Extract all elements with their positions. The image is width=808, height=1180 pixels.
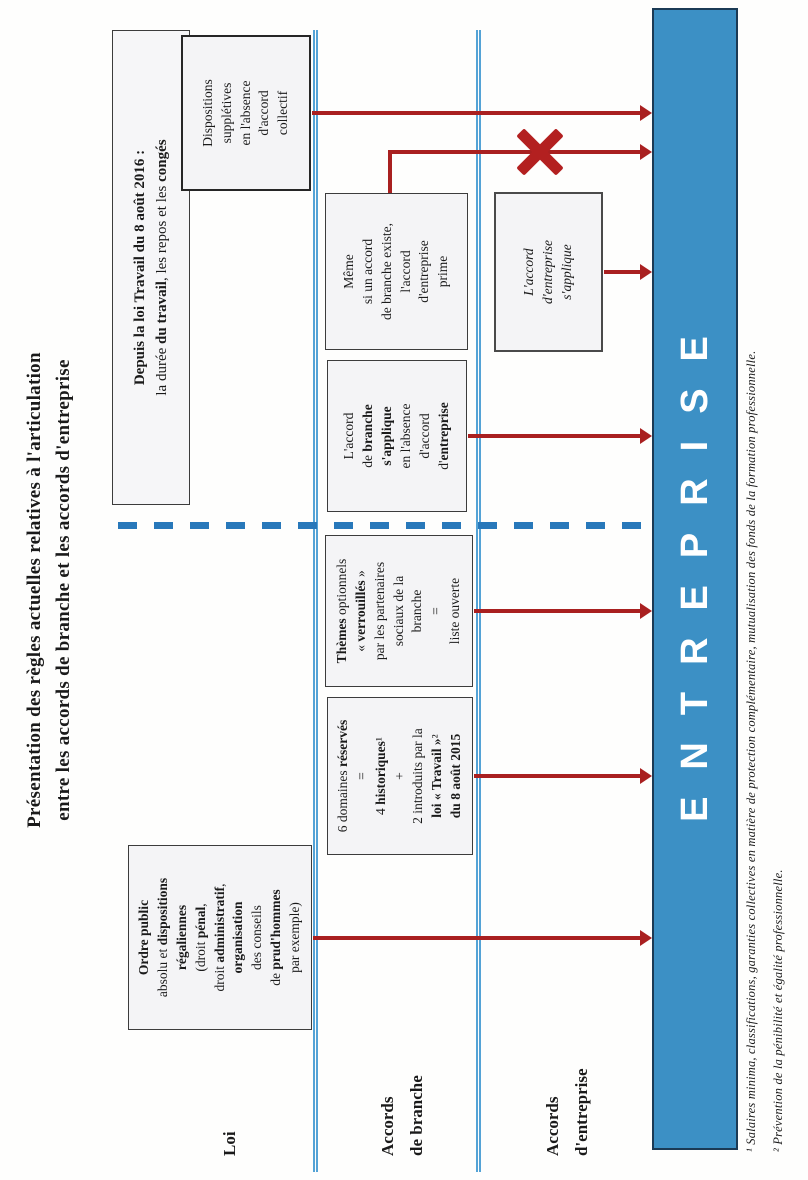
- loi-travail-2016-header-box: Depuis la loi Travail du 8 août 2016 :la…: [112, 30, 190, 505]
- blocked-cross-icon: [514, 126, 566, 178]
- arrow-meme-si-elbow-segment: [388, 150, 392, 193]
- arrow-domaines-to-entreprise: [474, 774, 640, 778]
- entreprise-bar: ENTREPRISE: [652, 8, 738, 1150]
- footnote-1: ¹ Salaires minima, classifications, gara…: [744, 350, 758, 1152]
- footnote-2: ² Prévention de la pénibilité et égalité…: [771, 869, 785, 1152]
- arrow-ordre-public-to-entreprise: [313, 936, 640, 940]
- arrow-accord-entreprise-to-entreprise: [604, 270, 640, 274]
- domaines-reserves-box: 6 domaines réservés=4 historiques¹+2 int…: [327, 697, 473, 855]
- entreprise-label: ENTREPRISE: [673, 309, 716, 822]
- themes-optionnels-box: Thèmes optionnels« verrouillés »par les …: [325, 535, 473, 687]
- row-separator-line: [476, 30, 481, 1172]
- arrow-accord-branche-to-entreprise: [468, 434, 640, 438]
- row-separator-line: [313, 30, 318, 1172]
- arrow-themes-to-entreprise: [474, 609, 640, 613]
- reform-dashed-divider: [118, 522, 652, 529]
- page-title: Présentation des règles actuelles relati…: [24, 352, 75, 828]
- row-label-loi: Loi: [220, 1131, 239, 1156]
- arrow-dispositions-to-entreprise: [312, 111, 640, 115]
